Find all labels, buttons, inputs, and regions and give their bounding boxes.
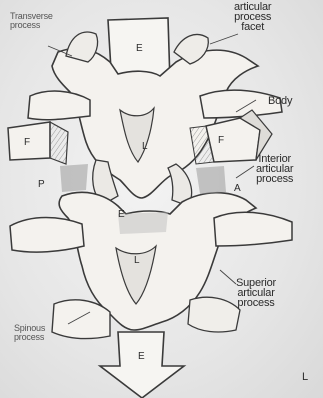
label-corner-mark: L <box>302 372 308 382</box>
letter-f-right: F <box>218 136 224 146</box>
label-superior-articular-process: Superior articular process <box>236 278 276 308</box>
label-spinous-process: Spinous process <box>14 324 45 342</box>
label-inferior-articular-process: Interior articular process <box>256 154 293 184</box>
left-facet-block <box>8 122 68 164</box>
letter-a-mark: A <box>234 184 240 194</box>
letter-l-lower: L <box>134 256 139 266</box>
label-transverse-process: Transverse process <box>10 12 53 30</box>
letter-p-left: P <box>38 180 44 190</box>
label-articular-process-facet: articular process facet <box>234 2 271 32</box>
letter-e-bottom: E <box>138 352 144 362</box>
label-body: Body <box>268 96 292 106</box>
letter-f-left: F <box>24 138 30 148</box>
letter-e-lower: E <box>118 210 124 220</box>
letter-e-top: E <box>136 44 142 54</box>
bottom-arrow <box>100 332 184 398</box>
letter-l-upper: L <box>142 142 147 152</box>
